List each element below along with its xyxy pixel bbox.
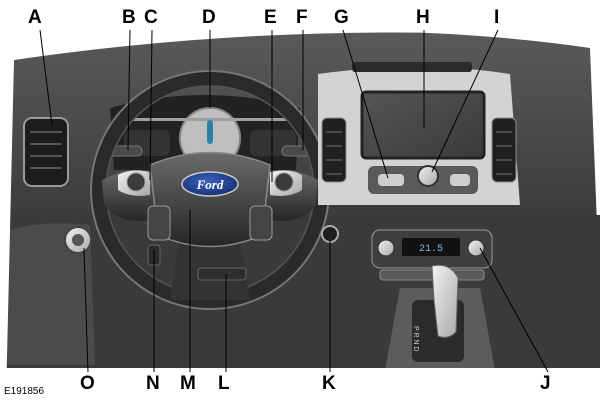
brand-badge-text: Ford [196,177,224,192]
callout-l: L [218,374,230,393]
callout-c: C [144,8,158,27]
climate-left-knob[interactable] [378,240,394,256]
callout-m: M [180,374,196,393]
callout-g: G [334,8,349,27]
climate-right-knob[interactable] [468,240,484,256]
audio-left-button[interactable] [378,174,404,186]
lighting-control-center [72,234,84,246]
audio-right-button[interactable] [450,174,470,186]
top-storage-slot [352,62,472,72]
callout-h: H [416,8,430,27]
left-air-vent[interactable] [24,118,68,186]
gear-position-letters: P R N D [412,326,419,352]
callout-b: B [122,8,136,27]
information-screen[interactable] [362,92,484,158]
callout-e: E [264,8,277,27]
callout-j: J [540,374,551,393]
ignition[interactable] [322,226,338,242]
callout-d: D [202,8,216,27]
right-steering-controls[interactable] [275,173,293,191]
audio-knob[interactable] [418,166,438,186]
lower-panel-switches[interactable] [198,268,246,280]
centre-vent-left[interactable] [322,118,346,182]
callout-f: F [296,8,308,27]
callout-i: I [494,8,499,27]
climate-display-readout: 21.5 [419,244,443,255]
left-steering-controls[interactable] [127,173,145,191]
right-lower-controls[interactable] [250,206,272,240]
callout-k: K [322,374,336,393]
callout-a: A [28,8,42,27]
callout-o: O [80,374,95,393]
centre-vent-right[interactable] [492,118,516,182]
left-lower-controls[interactable] [148,206,170,240]
figure-id: E191856 [4,386,44,397]
callout-n: N [146,374,160,393]
instrument-needle [207,120,213,144]
